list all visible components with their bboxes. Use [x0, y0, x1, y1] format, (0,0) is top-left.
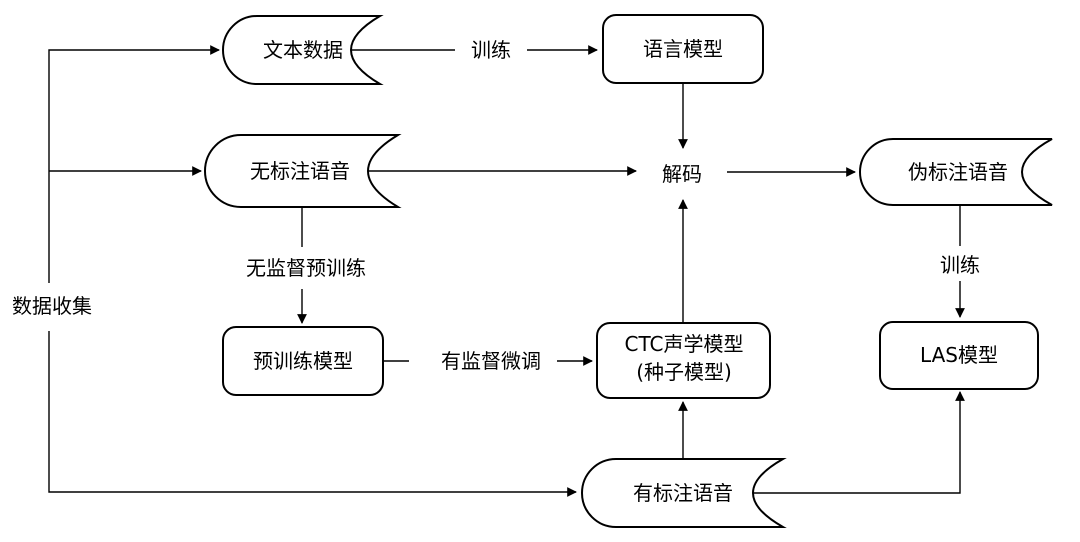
pretrained-model-label: 预训练模型 — [253, 349, 353, 373]
text-data-label: 文本数据 — [263, 38, 343, 62]
unsupervised-pretraining-edge-label: 无监督预训练 — [246, 256, 366, 280]
unlabeled-speech-label: 无标注语音 — [250, 159, 350, 183]
edge-collection-to-text-data — [48, 45, 220, 283]
train-las-edge-label: 训练 — [940, 253, 980, 277]
ctc-model-label-line2: (种子模型) — [636, 360, 732, 384]
edge-labeled-speech-to-las-model — [753, 391, 965, 494]
train-lm-edge-label: 训练 — [471, 38, 511, 62]
pseudo-labeled-speech-label: 伪标注语音 — [908, 160, 1008, 184]
labeled-speech-shape — [581, 458, 787, 528]
labeled-speech-label: 有标注语音 — [633, 481, 733, 505]
ctc-model-box — [596, 322, 771, 399]
supervised-finetuning-edge-label: 有监督微调 — [441, 349, 541, 373]
pretrained-model-box — [222, 326, 384, 396]
unlabeled-speech-shape — [204, 134, 402, 208]
data-collection-edge-label: 数据收集 — [12, 294, 92, 318]
pseudo-labeled-speech-shape — [859, 138, 1053, 206]
text-data-shape — [222, 15, 384, 85]
las-model-box — [879, 321, 1039, 390]
decode-label: 解码 — [662, 162, 702, 186]
language-model-box — [602, 14, 764, 84]
language-model-label: 语言模型 — [643, 37, 723, 61]
las-model-label: LAS模型 — [920, 343, 998, 367]
edge-collection-to-labeled-speech — [48, 331, 577, 497]
ctc-model-label-line1: CTC声学模型 — [625, 332, 744, 356]
